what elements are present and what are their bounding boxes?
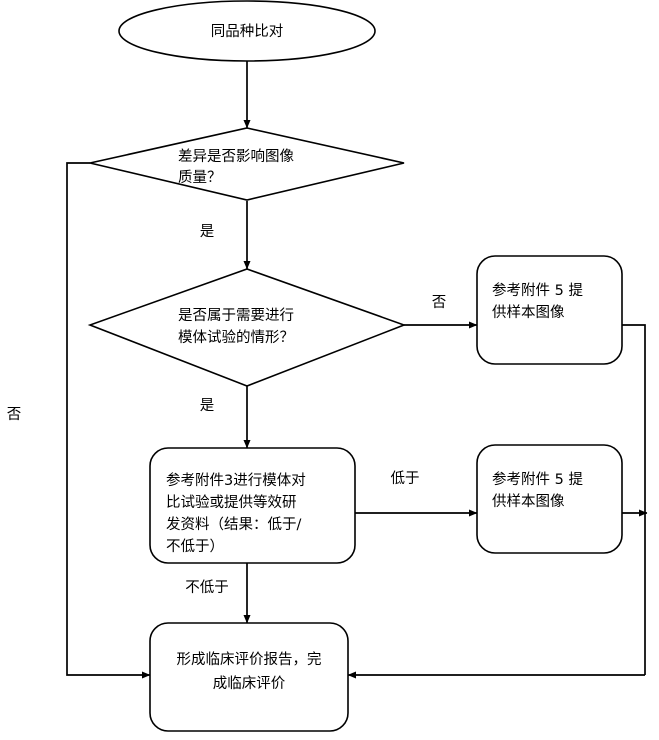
edge-sample-image-top-to-right-rail bbox=[622, 324, 646, 675]
node-process-phantom-line1: 参考附件3进行模体对 bbox=[166, 472, 306, 489]
node-decision1-label-line2: 质量？ bbox=[178, 169, 222, 186]
node-process-phantom-line2: 比试验或提供等效研 bbox=[166, 493, 297, 511]
node-start[interactable]: 同品种比对 bbox=[118, 0, 376, 62]
node-decision1[interactable]: 差异是否影响图像 质量？ bbox=[89, 127, 405, 201]
node-sample-image-top-line2: 供样本图像 bbox=[492, 304, 565, 321]
edge-label-decision2-yes: 是 bbox=[200, 398, 215, 414]
node-start-label: 同品种比对 bbox=[211, 23, 284, 40]
edge-label-decision2-no: 否 bbox=[432, 295, 447, 311]
node-process-phantom-line4: 不低于） bbox=[166, 538, 224, 555]
node-sample-image-mid-line2: 供样本图像 bbox=[492, 493, 565, 510]
node-end-report-line1: 形成临床评价报告，完 bbox=[177, 651, 322, 668]
node-sample-image-mid[interactable]: 参考附件 5 提 供样本图像 bbox=[476, 444, 623, 554]
node-process-phantom[interactable]: 参考附件3进行模体对 比试验或提供等效研 发资料（结果：低于/ 不低于） bbox=[149, 447, 356, 564]
node-decision2[interactable]: 是否属于需要进行 模体试验的情形？ bbox=[87, 268, 407, 387]
node-sample-image-top[interactable]: 参考附件 5 提 供样本图像 bbox=[476, 255, 623, 365]
edge-decision1-no-to-end-report bbox=[66, 162, 151, 679]
edge-label-decision1-yes: 是 bbox=[200, 224, 215, 240]
edge-label-process-not-lower: 不低于 bbox=[185, 579, 229, 596]
node-decision2-label-line2: 模体试验的情形？ bbox=[178, 329, 294, 346]
node-process-phantom-line3: 发资料（结果：低于/ bbox=[166, 516, 301, 533]
edge-label-decision1-no: 否 bbox=[7, 407, 22, 423]
node-decision2-label-line1: 是否属于需要进行 bbox=[178, 307, 294, 324]
node-sample-image-top-line1: 参考附件 5 提 bbox=[492, 282, 583, 299]
node-decision1-label-line1: 差异是否影响图像 bbox=[178, 148, 294, 165]
node-end-report-line2: 成临床评价 bbox=[213, 675, 286, 692]
node-end-report[interactable]: 形成临床评价报告，完 成临床评价 bbox=[149, 622, 349, 732]
edge-label-process-lower: 低于 bbox=[391, 470, 420, 487]
node-sample-image-mid-line1: 参考附件 5 提 bbox=[492, 471, 583, 488]
